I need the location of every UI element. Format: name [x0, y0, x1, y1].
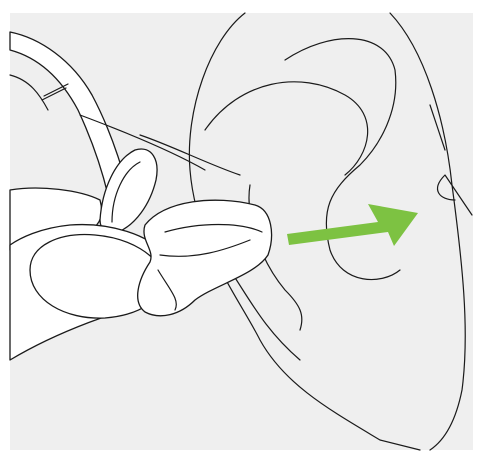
ear-insertion-illustration	[0, 0, 479, 460]
illustration-canvas	[0, 0, 479, 460]
